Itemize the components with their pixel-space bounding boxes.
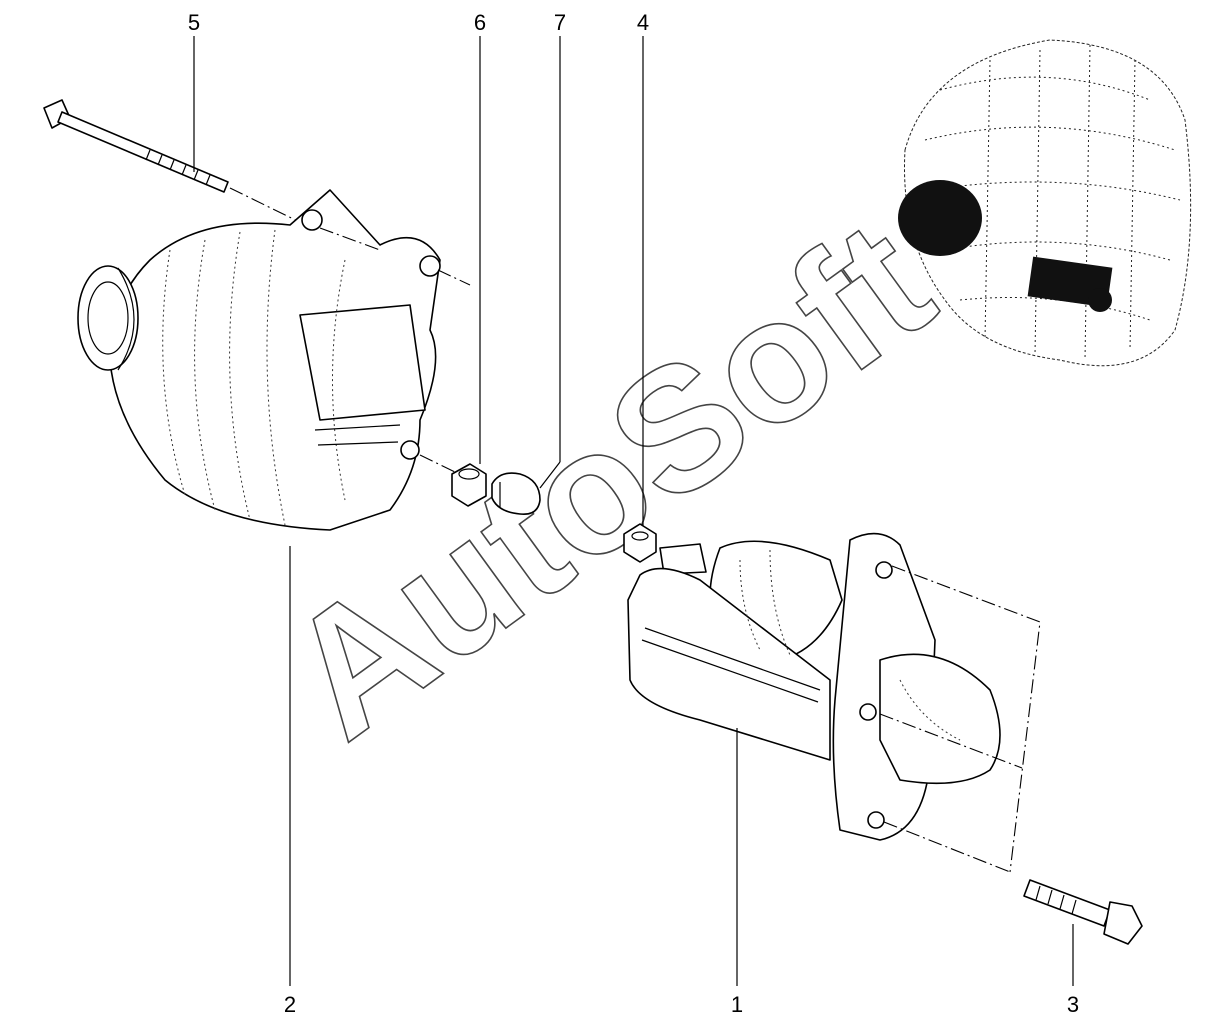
leader-7b — [539, 461, 561, 489]
nut-4 — [623, 523, 657, 563]
cap-7 — [491, 472, 541, 516]
bolt-3 — [1023, 879, 1143, 945]
callout-5: 5 — [188, 10, 200, 35]
alternator-highlight — [898, 180, 982, 256]
callout-1: 1 — [731, 992, 743, 1017]
callout-4: 4 — [637, 10, 649, 35]
callout-3: 3 — [1067, 992, 1079, 1017]
callout-2: 2 — [284, 992, 296, 1017]
callout-7: 7 — [554, 10, 566, 35]
engine-overview-illustration — [898, 39, 1192, 367]
alternator-2 — [77, 189, 441, 531]
bolt-5 — [43, 99, 229, 193]
nut-6 — [451, 463, 487, 507]
callout-6: 6 — [474, 10, 486, 35]
starter-motor-1 — [627, 532, 1001, 841]
